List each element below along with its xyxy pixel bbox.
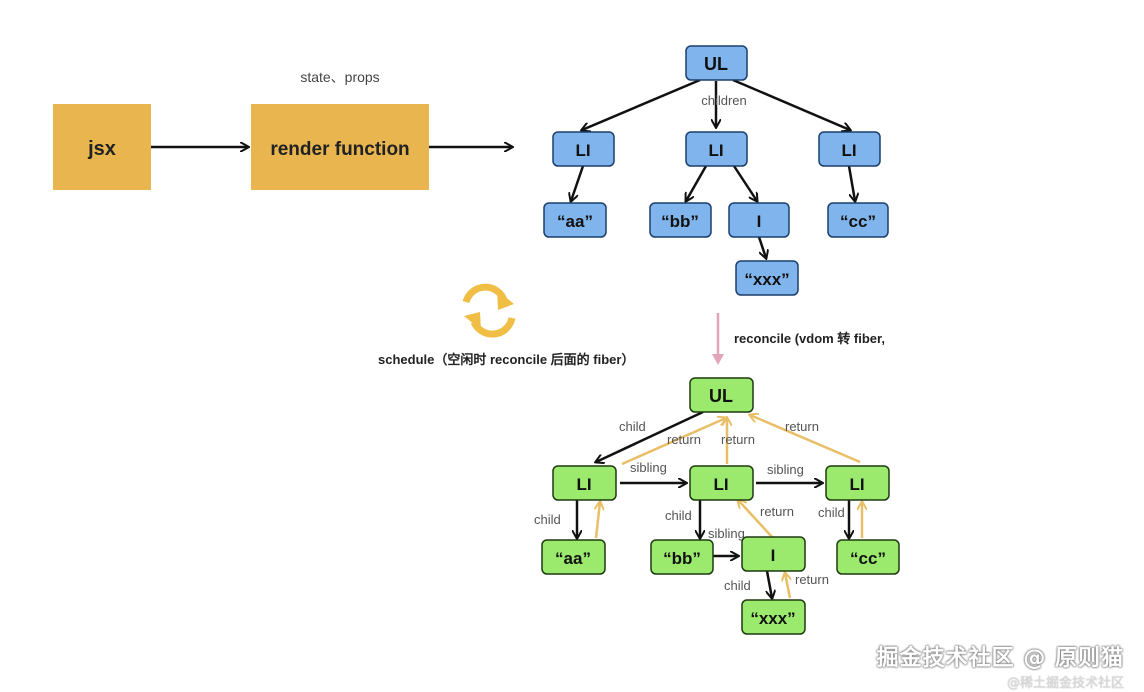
svg-text:LI: LI bbox=[576, 475, 591, 494]
vdom-edge-ul-li3 bbox=[732, 78, 850, 130]
reconcile-arrowhead bbox=[712, 354, 724, 365]
fiber-node-cc: “cc” bbox=[836, 539, 900, 575]
vdom-edge-li2-bb bbox=[686, 165, 708, 201]
vdom-edges bbox=[571, 78, 855, 258]
fiber-node-li-1: LI bbox=[552, 465, 617, 501]
svg-text:UL: UL bbox=[704, 54, 728, 74]
fiber-return-li1 bbox=[621, 418, 726, 466]
svg-text:“bb”: “bb” bbox=[663, 549, 701, 568]
svg-text:“xxx”: “xxx” bbox=[744, 270, 789, 289]
svg-text:I: I bbox=[771, 546, 776, 565]
fiber-node-i: I bbox=[741, 536, 806, 572]
svg-text:LI: LI bbox=[713, 475, 728, 494]
vdom-edge-i-xxx bbox=[757, 236, 766, 258]
label-child-li2: child bbox=[665, 508, 692, 523]
label-sibling-li1: sibling bbox=[630, 460, 667, 475]
vdom-edge-li3-cc bbox=[847, 165, 855, 201]
label-child-i: child bbox=[724, 578, 751, 593]
svg-text:UL: UL bbox=[709, 386, 733, 406]
fiber-node-li-2: LI bbox=[689, 465, 754, 501]
vdom-node-cc: “cc” bbox=[827, 202, 889, 238]
fiber-node-li-3: LI bbox=[825, 465, 890, 501]
vdom-node-i: I bbox=[728, 202, 790, 238]
fiber-return-edges bbox=[596, 415, 862, 599]
vdom-edge-li1-aa bbox=[571, 165, 585, 201]
schedule-caption: schedule（空闲时 reconcile 后面的 fiber） bbox=[378, 352, 634, 367]
label-return-li2: return bbox=[721, 432, 755, 447]
label-return-i: return bbox=[760, 504, 794, 519]
label-child-li1: child bbox=[534, 512, 561, 527]
watermark-sub: @稀土掘金技术社区 bbox=[1006, 676, 1124, 691]
schedule-cycle-icon bbox=[462, 283, 516, 338]
vdom-edge-ul-li1 bbox=[582, 78, 701, 130]
fiber-node-aa: “aa” bbox=[541, 539, 606, 575]
svg-text:“aa”: “aa” bbox=[557, 212, 593, 231]
jsx-box: jsx bbox=[53, 104, 151, 190]
reconcile-caption: reconcile (vdom 转 fiber, bbox=[734, 331, 885, 346]
vdom-node-li-3: LI bbox=[818, 131, 881, 167]
svg-text:I: I bbox=[757, 212, 762, 231]
fiber-edge-ul-child bbox=[596, 410, 704, 462]
fiber-node-bb: “bb” bbox=[650, 539, 714, 575]
jsx-label: jsx bbox=[87, 138, 116, 160]
label-return-xxx: return bbox=[795, 572, 829, 587]
fiber-return-xxx bbox=[785, 573, 790, 599]
fiber-node-ul: UL bbox=[689, 377, 754, 413]
fiber-return-li3 bbox=[750, 415, 861, 464]
label-return-li1: return bbox=[667, 432, 701, 447]
fiber-return-i bbox=[738, 500, 774, 539]
label-sibling-li2: sibling bbox=[767, 462, 804, 477]
svg-text:LI: LI bbox=[849, 475, 864, 494]
watermark: 掘金技术社区 @ 原则猫 @稀土掘金技术社区 bbox=[877, 640, 1124, 691]
fiber-edge-i-child bbox=[767, 570, 772, 598]
label-sibling-bb: sibling bbox=[708, 526, 745, 541]
svg-text:“aa”: “aa” bbox=[555, 549, 591, 568]
watermark-main: 掘金技术社区 @ 原则猫 bbox=[876, 646, 1124, 671]
svg-text:“bb”: “bb” bbox=[661, 212, 699, 231]
label-child-ul: child bbox=[619, 419, 646, 434]
vdom-edge-li2-i bbox=[732, 165, 757, 201]
svg-text:“cc”: “cc” bbox=[850, 549, 886, 568]
render-input-label: state、props bbox=[300, 69, 379, 85]
svg-text:“cc”: “cc” bbox=[840, 212, 876, 231]
fiber-child-edges bbox=[577, 410, 849, 598]
label-child-li3: child bbox=[818, 505, 845, 520]
vdom-node-bb: “bb” bbox=[649, 202, 712, 238]
fiber-return-aa bbox=[596, 502, 600, 539]
vdom-node-xxx: “xxx” bbox=[735, 260, 799, 296]
vdom-node-li-2: LI bbox=[685, 131, 748, 167]
svg-text:LI: LI bbox=[575, 141, 590, 160]
vdom-node-ul: UL bbox=[685, 45, 748, 81]
label-return-li3: return bbox=[785, 419, 819, 434]
render-function-box: render function bbox=[251, 104, 429, 190]
children-label: children bbox=[701, 93, 747, 108]
vdom-node-li-1: LI bbox=[552, 131, 615, 167]
render-function-label: render function bbox=[270, 139, 409, 160]
svg-text:LI: LI bbox=[708, 141, 723, 160]
vdom-node-aa: “aa” bbox=[543, 202, 607, 238]
fiber-node-xxx: “xxx” bbox=[741, 599, 806, 635]
svg-text:LI: LI bbox=[841, 141, 856, 160]
svg-text:“xxx”: “xxx” bbox=[750, 609, 795, 628]
